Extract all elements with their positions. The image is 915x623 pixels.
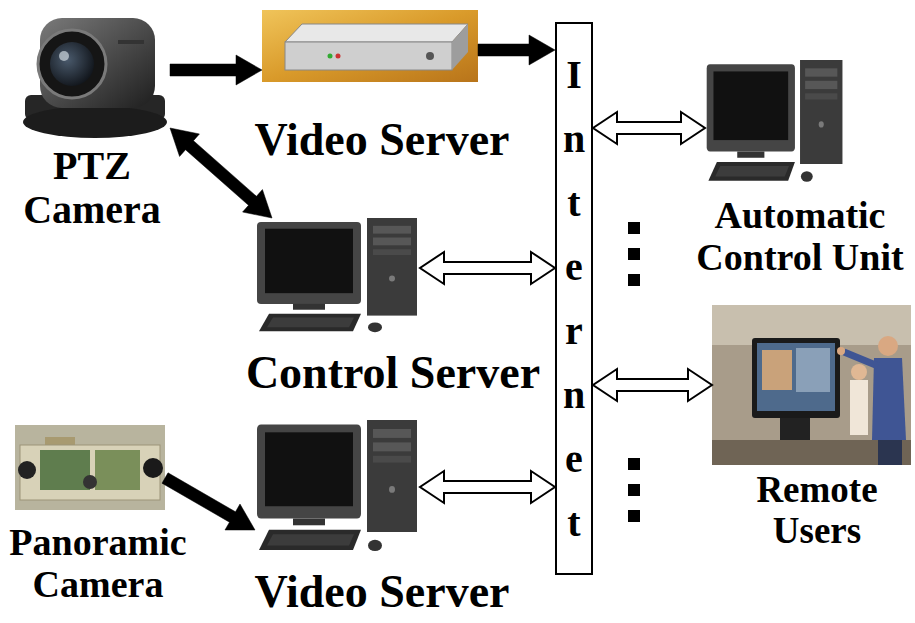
- dot: [628, 510, 640, 522]
- dot: [628, 222, 640, 234]
- node-label: Automatic Control Unit: [690, 195, 910, 279]
- node-label: Panoramic Camera: [3, 522, 193, 606]
- computer-picture: [257, 420, 417, 551]
- circuit-board: [40, 450, 90, 490]
- ellipsis-dots: [628, 222, 640, 522]
- person-body: [872, 358, 906, 440]
- thick-arrow: [170, 55, 262, 85]
- computer-picture: [707, 60, 843, 182]
- video-server: Video Server: [255, 420, 420, 560]
- circuit-board: [95, 450, 140, 490]
- video-server-picture: [262, 10, 478, 82]
- dot: [628, 458, 640, 470]
- lens-highlight: [59, 51, 69, 61]
- camera-lens-ring: [38, 30, 106, 98]
- dot: [628, 484, 640, 496]
- panoramic-camera: Panoramic Camera: [15, 425, 165, 510]
- device-side: [452, 24, 468, 70]
- photo-floor: [712, 440, 911, 465]
- screen-image: [762, 350, 792, 390]
- control-unit: Automatic Control Unit: [705, 60, 845, 190]
- vertical-label: Internet: [562, 43, 586, 555]
- device-connector: [426, 52, 434, 60]
- person-head: [878, 336, 898, 356]
- screen-image: [796, 348, 830, 392]
- node-label: Video Server: [232, 115, 532, 166]
- person-legs: [878, 440, 902, 465]
- control-server: Control Server: [255, 218, 420, 340]
- person-body: [850, 380, 868, 435]
- ptz-camera-picture: [23, 18, 167, 138]
- remote-users-photo: [712, 305, 911, 465]
- panoramic-camera-photo: [15, 425, 165, 510]
- person-arm: [844, 352, 878, 366]
- remote-users: Remote Users: [712, 305, 911, 465]
- camera-lens: [50, 42, 94, 86]
- camera-lens: [18, 461, 36, 479]
- node-label: Control Server: [238, 348, 548, 399]
- photo-ground: [262, 10, 478, 82]
- node-label: Remote Users: [732, 470, 902, 551]
- display-frame: [752, 338, 840, 418]
- device-led: [336, 54, 341, 59]
- hollow-arrow: [593, 112, 705, 144]
- device-front: [285, 42, 452, 70]
- video-server: Video Server: [262, 10, 478, 82]
- person-hand: [837, 347, 845, 355]
- camera-lens: [143, 458, 163, 478]
- camera-board: [20, 445, 160, 500]
- camera-lens: [83, 475, 97, 489]
- hollow-arrow: [420, 252, 555, 284]
- hollow-arrow: [593, 369, 712, 401]
- photo-ground: [15, 425, 165, 510]
- computer-picture: [257, 218, 417, 332]
- display-stand: [780, 418, 810, 440]
- device-led: [328, 54, 333, 59]
- ptz-camera: PTZ Camera: [15, 5, 170, 140]
- node-label: PTZ Camera: [17, 144, 167, 232]
- thick-arrow: [478, 35, 555, 65]
- photo-wall: [712, 305, 911, 465]
- person-head: [851, 364, 867, 380]
- dot: [628, 248, 640, 260]
- device-top: [285, 24, 468, 42]
- hollow-arrow: [420, 471, 555, 503]
- internet-bar: Internet: [555, 22, 593, 575]
- node-label: Video Server: [232, 568, 532, 616]
- dot: [628, 274, 640, 286]
- display-screen: [757, 343, 835, 411]
- camera-base: [23, 106, 167, 138]
- camera-slit: [118, 40, 144, 44]
